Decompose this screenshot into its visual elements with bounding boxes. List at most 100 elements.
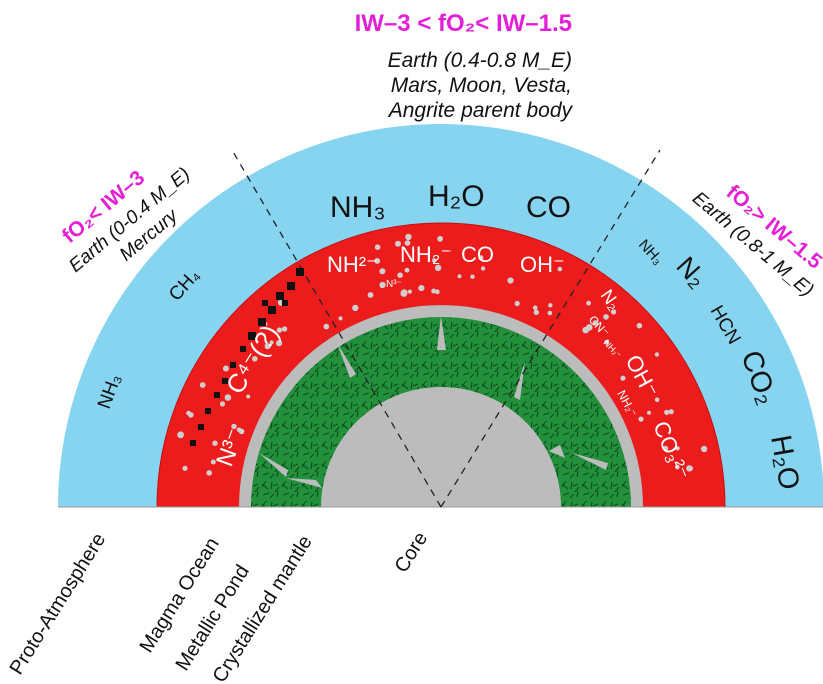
metal-droplet xyxy=(432,258,437,263)
species-center-3: CO xyxy=(526,191,571,224)
magma-ocean-boundary xyxy=(156,222,726,508)
metal-droplet xyxy=(352,304,359,312)
metal-square xyxy=(205,408,211,414)
metal-droplet xyxy=(688,466,694,471)
metal-square xyxy=(276,292,284,300)
metal-droplet xyxy=(547,310,553,316)
metal-droplet xyxy=(177,431,185,439)
metal-droplet xyxy=(395,240,401,247)
magma-center-4: OH⁻ xyxy=(520,252,565,277)
metal-square xyxy=(240,346,246,352)
metal-droplet xyxy=(281,326,288,332)
metal-diapirs xyxy=(259,316,608,488)
metal-square xyxy=(190,440,196,446)
metal-droplet xyxy=(514,300,520,307)
metal-droplet xyxy=(374,258,381,264)
metal-square xyxy=(248,332,256,340)
metal-droplet xyxy=(603,314,609,320)
sector-dividers xyxy=(231,149,661,508)
metal-droplet xyxy=(586,300,591,306)
metal-droplet xyxy=(212,440,218,446)
metal-droplet xyxy=(276,340,283,347)
core xyxy=(321,387,561,507)
metal-droplet xyxy=(400,290,408,297)
label-proto-atmosphere: Proto-Atmosphere xyxy=(6,529,111,678)
metal-droplet xyxy=(199,382,206,388)
layer-labels: Proto-Atmosphere Magma Ocean Metallic Po… xyxy=(6,528,433,684)
magma-center-5: N³⁻ xyxy=(386,279,402,290)
metal-droplet xyxy=(604,339,610,345)
top-body-2: Mars, Moon, Vesta, xyxy=(390,74,572,97)
metal-droplet xyxy=(700,445,708,453)
metal-droplet xyxy=(675,464,680,470)
metal-droplet xyxy=(236,427,242,433)
top-condition: IW–3 < fO₂< IW–1.5 Earth (0.4-0.8 M_E) M… xyxy=(300,10,572,123)
metal-droplet xyxy=(219,401,226,407)
species-center-2: H₂O xyxy=(428,180,485,213)
metal-droplet xyxy=(431,288,437,294)
metal-square xyxy=(198,424,204,430)
metal-droplet xyxy=(182,465,188,471)
metal-square xyxy=(258,318,266,326)
metal-square xyxy=(282,300,288,306)
metal-droplet xyxy=(610,309,617,315)
top-body-1: Earth (0.4-0.8 M_E) xyxy=(387,49,572,72)
metal-droplet xyxy=(418,285,425,292)
metal-droplet xyxy=(252,356,258,362)
metal-droplet xyxy=(264,343,271,350)
metal-droplet xyxy=(668,409,674,415)
metal-droplet xyxy=(338,316,343,321)
metal-square xyxy=(287,282,295,290)
metal-square xyxy=(296,268,304,276)
metal-droplet xyxy=(210,459,216,465)
metal-droplet xyxy=(532,305,538,311)
metal-droplet xyxy=(379,281,386,289)
metal-droplet xyxy=(480,266,486,271)
metal-droplet xyxy=(405,233,412,241)
metal-droplet xyxy=(586,324,593,331)
metal-square xyxy=(268,306,276,314)
metal-droplet xyxy=(592,320,599,326)
metal-droplet xyxy=(675,446,680,451)
metal-sink-squares xyxy=(190,268,304,446)
top-redox-label: IW–3 < fO₂< IW–1.5 xyxy=(354,10,572,37)
metal-droplet xyxy=(636,322,643,329)
metal-droplet xyxy=(457,274,462,279)
metal-droplet xyxy=(434,264,442,271)
label-core: Core xyxy=(391,528,433,576)
metal-droplet xyxy=(404,240,411,246)
metal-droplet xyxy=(224,394,232,401)
metal-square xyxy=(222,378,228,384)
metal-droplet xyxy=(437,235,443,242)
metal-droplet xyxy=(269,340,274,345)
magma-center-3: CO xyxy=(461,242,494,267)
species-center-1: NH₃ xyxy=(330,191,386,224)
metal-droplet xyxy=(507,277,514,284)
metal-droplet xyxy=(222,365,229,372)
metal-droplet xyxy=(397,272,403,279)
metal-droplets xyxy=(177,233,708,476)
magma-center-2: NH₂⁻ xyxy=(400,242,452,267)
metal-droplet xyxy=(206,470,212,476)
top-body-3: Angrite parent body xyxy=(388,99,572,122)
metal-droplet xyxy=(374,244,381,250)
metal-droplet xyxy=(323,323,330,330)
metal-droplet xyxy=(367,292,374,298)
metal-droplet xyxy=(620,375,626,381)
magma-center-1: NH²⁻ xyxy=(327,252,378,277)
metal-square xyxy=(230,362,236,368)
metal-droplet xyxy=(663,445,669,451)
metal-square xyxy=(262,300,268,306)
metal-droplet xyxy=(379,268,386,275)
metal-droplet xyxy=(654,352,660,357)
metal-droplet xyxy=(548,303,553,308)
metal-droplet xyxy=(638,416,644,422)
metal-droplet xyxy=(404,267,410,273)
metal-droplet xyxy=(478,255,484,261)
metal-droplet xyxy=(407,289,412,294)
metal-droplet xyxy=(470,274,475,279)
metal-droplet xyxy=(276,327,283,333)
metal-droplet xyxy=(231,423,237,430)
metal-droplet xyxy=(533,309,539,315)
